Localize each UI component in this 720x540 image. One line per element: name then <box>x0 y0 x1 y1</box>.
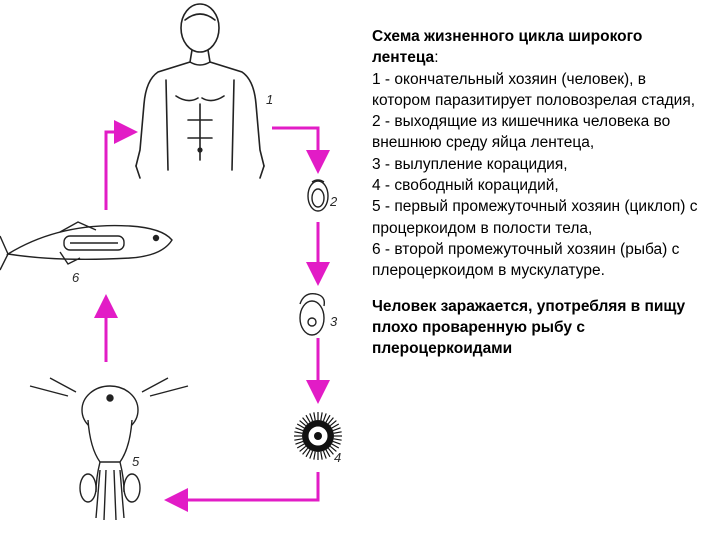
stage-number-5: 5 <box>132 454 140 469</box>
arrow-human-to-egg <box>272 126 330 174</box>
legend-item-4: 4 - свободный корацидий, <box>372 177 559 195</box>
stage-number-1: 1 <box>266 92 273 107</box>
infection-note: Человек заражается, употребляя в пищу пл… <box>372 297 686 358</box>
stage-numbers: 1 2 3 4 5 6 <box>72 92 341 469</box>
legend-panel: Схема жизненного цикла широкого лентеца:… <box>372 26 707 375</box>
hatching-figure <box>299 293 326 336</box>
title-colon: : <box>434 49 439 67</box>
stage-number-4: 4 <box>334 450 341 465</box>
diagram-title: Схема жизненного цикла широкого лентеца: <box>372 26 707 69</box>
title-bold: Схема жизненного цикла широкого лентеца <box>372 28 643 67</box>
legend-item-3: 3 - вылупление корацидия, <box>372 155 568 173</box>
human-figure <box>135 3 265 179</box>
legend-item-2: 2 - выходящие из кишечника человека во в… <box>372 113 671 152</box>
fish-figure <box>0 221 173 271</box>
legend-item-5: 5 - первый промежуточный хозяин (циклоп)… <box>372 198 698 237</box>
arrow-coracidium-to-cyclops <box>164 472 320 512</box>
stage-number-2: 2 <box>329 194 338 209</box>
egg-figure <box>307 179 329 212</box>
life-cycle-diagram: 1 2 3 4 5 6 <box>0 3 342 521</box>
cycle-arrows <box>94 120 330 512</box>
arrow-fish-to-human <box>104 120 138 210</box>
human-head <box>180 3 220 53</box>
stage-number-6: 6 <box>72 270 80 285</box>
stage-number-3: 3 <box>330 314 338 329</box>
cyclops-figure <box>29 377 189 521</box>
coracidium-figure <box>294 412 342 460</box>
legend-item-6: 6 - второй промежуточный хозяин (рыба) с… <box>372 240 680 280</box>
legend-item-1: 1 - окончательный хозяин (человек), в ко… <box>372 70 696 109</box>
